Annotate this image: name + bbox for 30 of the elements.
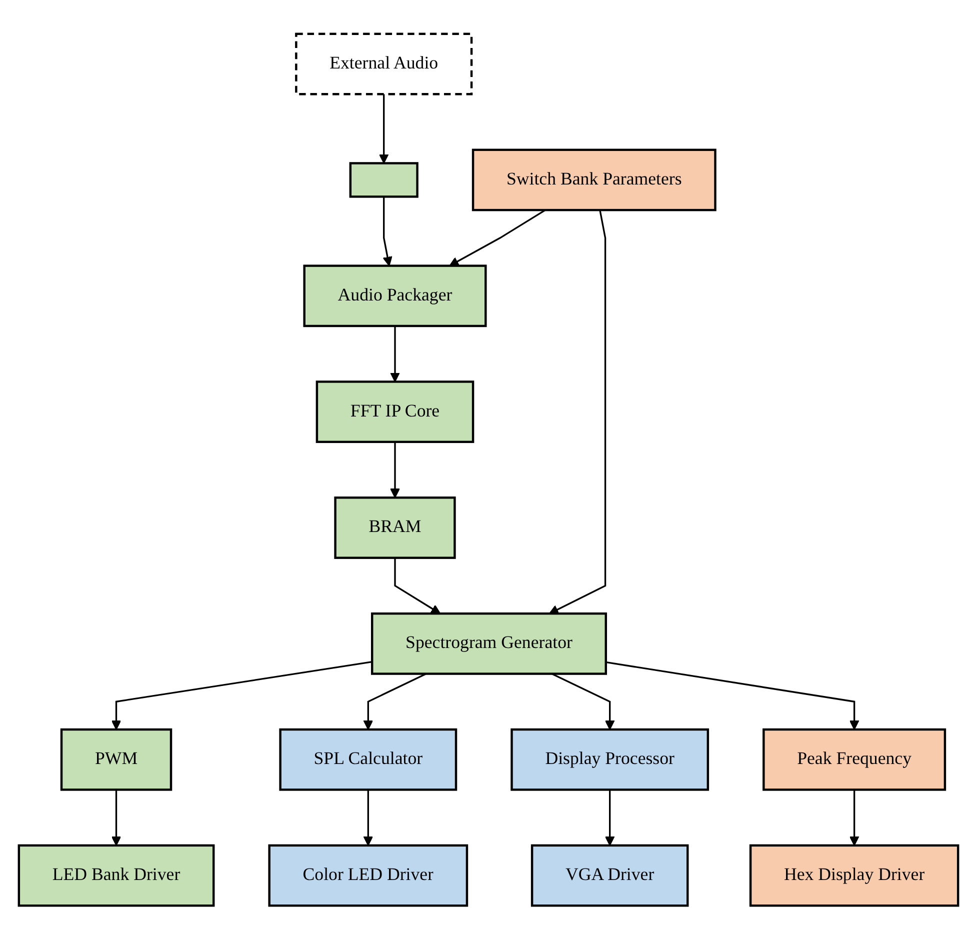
node-box: Switch Bank Parameters xyxy=(472,148,716,212)
arrow xyxy=(390,326,400,382)
arrow xyxy=(606,662,860,730)
node-box: Color LED Driver xyxy=(268,844,468,907)
arrow xyxy=(449,210,546,266)
node-box: Spectrogram Generator xyxy=(371,612,607,676)
arrow xyxy=(394,558,441,614)
arrow xyxy=(551,673,615,730)
arrow xyxy=(604,790,615,846)
node-box: LED Bank Driver xyxy=(18,844,215,907)
node-box: Hex Display Driver xyxy=(749,844,960,907)
arrow xyxy=(849,790,860,846)
node-box: BRAM xyxy=(334,496,456,560)
arrow xyxy=(111,661,372,730)
node-box: VGA Driver xyxy=(530,844,689,907)
arrow xyxy=(548,210,606,614)
arrow xyxy=(390,442,400,498)
node-box: FFT IP Core xyxy=(316,380,474,444)
arrow xyxy=(363,790,374,846)
arrow xyxy=(111,790,122,846)
node-box: Audio Packager xyxy=(303,264,487,328)
node-box xyxy=(349,162,418,198)
node-box: Peak Frequency xyxy=(762,728,946,792)
arrow xyxy=(382,196,392,266)
node-box: SPL Calculator xyxy=(279,728,458,792)
arrow xyxy=(378,94,389,164)
node-box: PWM xyxy=(60,728,172,792)
arrow xyxy=(363,673,427,730)
node-box: External Audio xyxy=(295,33,473,96)
node-box: Display Processor xyxy=(510,728,710,792)
